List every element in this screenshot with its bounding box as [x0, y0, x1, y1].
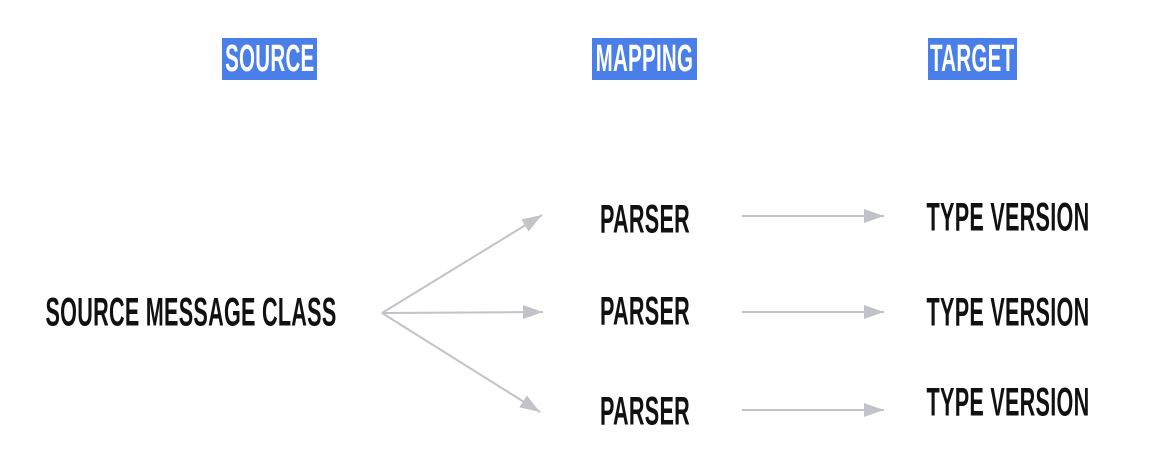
column-header-mapping-label: MAPPING: [595, 37, 694, 80]
node-type-version-1-label: TYPE VERSION: [926, 195, 1090, 240]
node-source-message-class: SOURCE MESSAGE CLASS: [0, 291, 460, 336]
node-parser-3-label: PARSER: [599, 389, 691, 434]
node-parser-1-label: PARSER: [599, 197, 691, 242]
node-parser-1: PARSER: [562, 198, 729, 243]
node-parser-3: PARSER: [562, 390, 729, 435]
column-header-source: SOURCE: [222, 38, 317, 80]
node-type-version-3: TYPE VERSION: [857, 381, 1152, 426]
column-header-target-label: TARGET: [930, 37, 1015, 80]
node-parser-2: PARSER: [562, 290, 729, 335]
node-type-version-3-label: TYPE VERSION: [926, 380, 1090, 425]
node-type-version-1: TYPE VERSION: [857, 196, 1152, 241]
node-type-version-2: TYPE VERSION: [857, 291, 1152, 336]
column-header-target: TARGET: [928, 38, 1017, 80]
node-type-version-2-label: TYPE VERSION: [926, 290, 1090, 335]
column-header-source-label: SOURCE: [224, 37, 315, 80]
node-source-message-class-label: SOURCE MESSAGE CLASS: [45, 290, 337, 335]
column-header-mapping: MAPPING: [592, 38, 697, 80]
node-parser-2-label: PARSER: [599, 289, 691, 334]
